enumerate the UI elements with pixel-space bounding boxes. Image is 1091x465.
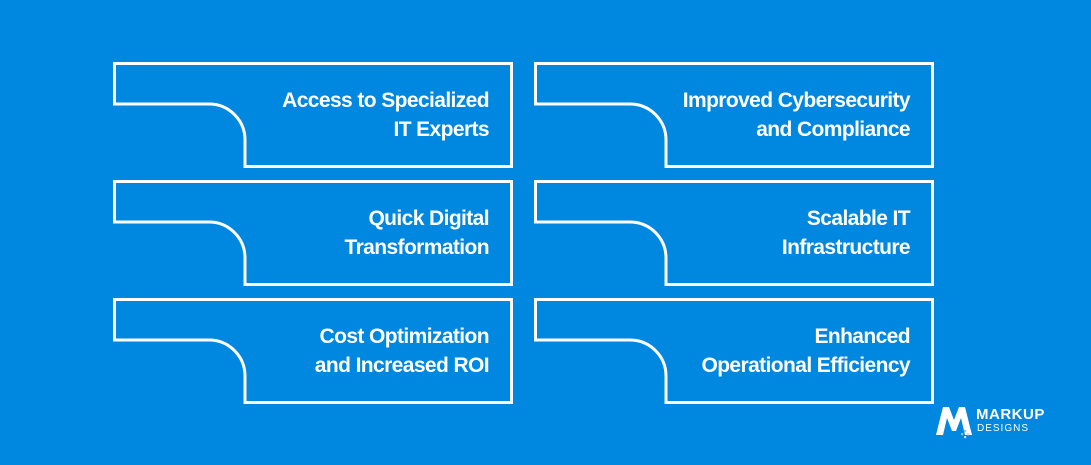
benefit-card-line-1: Improved Cybersecurity — [682, 89, 911, 112]
benefit-card-outline — [534, 298, 934, 404]
benefit-card-line-2: and Increased ROI — [314, 354, 490, 377]
markup-designs-logo: MARKUP DESIGNS — [934, 403, 1044, 439]
benefit-card-line-2: Operational Efficiency — [701, 354, 910, 377]
benefit-card-line-1: Enhanced — [814, 325, 910, 348]
benefit-card-operational-efficiency: Enhanced Operational Efficiency — [534, 298, 934, 404]
benefit-card-line-1: Cost Optimization — [319, 325, 490, 348]
benefit-card-scalable-infrastructure: Scalable IT Infrastructure — [534, 180, 934, 286]
benefit-card-label: Access to Specialized IT Experts — [189, 62, 489, 168]
benefit-card-line-2: IT Experts — [393, 118, 489, 141]
benefit-card-cybersecurity: Improved Cybersecurity and Compliance — [534, 62, 934, 168]
benefit-card-label: Quick Digital Transformation — [189, 180, 490, 286]
benefit-card-label: Improved Cybersecurity and Compliance — [610, 62, 911, 168]
markup-m-logo-icon — [936, 407, 972, 439]
benefit-card-line-2: and Compliance — [756, 118, 910, 141]
benefit-card-label: Cost Optimization and Increased ROI — [189, 298, 490, 404]
benefit-card-outline — [534, 180, 934, 286]
benefit-card-outline — [113, 180, 513, 286]
benefit-card-specialized-experts: Access to Specialized IT Experts — [113, 62, 513, 168]
benefit-card-line-2: Transformation — [344, 236, 490, 259]
benefit-card-line-1: Scalable IT — [806, 207, 911, 230]
logo-name: MARKUP — [976, 406, 1045, 423]
benefit-card-outline — [113, 62, 513, 168]
logo-subtitle: DESIGNS — [977, 423, 1030, 434]
benefit-card-line-1: Quick Digital — [368, 207, 489, 230]
benefit-card-cost-optimization: Cost Optimization and Increased ROI — [113, 298, 513, 404]
benefit-card-label: Scalable IT Infrastructure — [610, 180, 911, 286]
benefit-card-label: Enhanced Operational Efficiency — [610, 298, 910, 404]
benefit-card-outline — [113, 298, 513, 404]
benefit-card-outline — [534, 62, 934, 168]
benefit-card-line-2: Infrastructure — [781, 236, 911, 259]
benefit-card-line-1: Access to Specialized — [282, 89, 489, 112]
benefit-card-digital-transformation: Quick Digital Transformation — [113, 180, 513, 286]
